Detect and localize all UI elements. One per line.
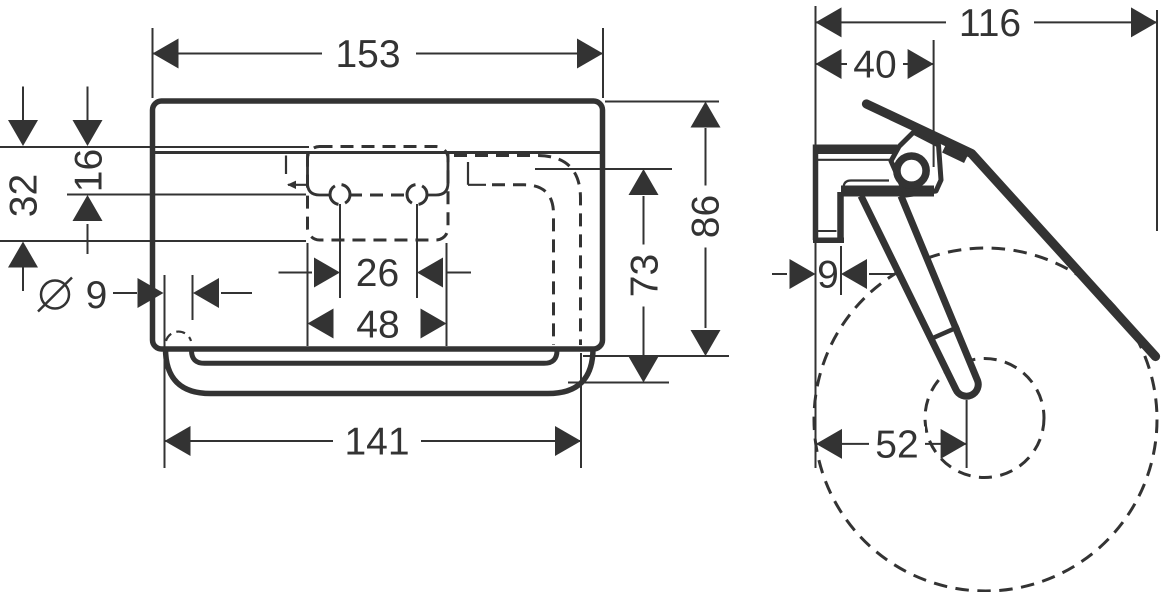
svg-text:86: 86	[685, 195, 728, 238]
svg-text:9: 9	[817, 254, 839, 297]
svg-text:32: 32	[3, 174, 46, 217]
svg-text:73: 73	[624, 254, 667, 297]
svg-text:16: 16	[68, 149, 111, 192]
svg-text:26: 26	[356, 252, 399, 295]
svg-text:9: 9	[86, 274, 108, 317]
svg-text:141: 141	[344, 421, 409, 464]
svg-text:52: 52	[875, 424, 918, 467]
svg-text:116: 116	[959, 2, 1021, 45]
svg-text:40: 40	[853, 44, 896, 87]
svg-text:48: 48	[356, 304, 399, 347]
svg-text:153: 153	[335, 33, 400, 76]
